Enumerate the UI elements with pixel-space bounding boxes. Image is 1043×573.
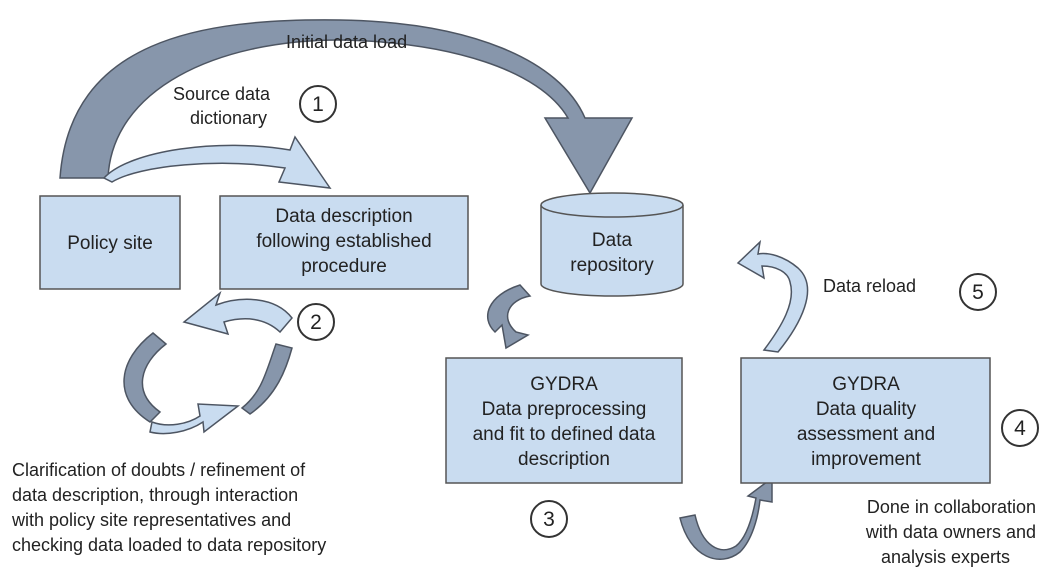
source-dictionary-arrow (102, 135, 332, 189)
data-reload-label: Data reload (823, 276, 916, 296)
data-repository-cylinder (540, 205, 684, 297)
data-reload-arrow (736, 239, 809, 353)
clarification-note-line-4: checking data loaded to data repository (12, 535, 326, 555)
policy-site-box (39, 195, 181, 290)
refinement-cycle-arrow-bottom (149, 403, 241, 435)
data-description-line-2: following established (256, 231, 431, 252)
gydra-preprocessing-line-4: description (518, 449, 610, 470)
clarification-note-line-1: Clarification of doubts / refinement of (12, 460, 306, 480)
data-repository-cylinder-top (540, 192, 684, 218)
gydra-quality-line-1: GYDRA (832, 374, 900, 395)
step-5-circle (959, 273, 997, 311)
gydra-preprocessing-line-2: Data preprocessing (482, 399, 647, 420)
preprocessing-to-quality-arrow (679, 476, 773, 561)
gydra-quality-line-3: assessment and (797, 424, 935, 445)
policy-site-label: Policy site (67, 233, 153, 254)
gydra-preprocessing-line-3: and fit to defined data (473, 424, 656, 445)
data-repository-line-2: repository (570, 255, 654, 276)
step-1-number: 1 (312, 93, 324, 116)
data-description-box (219, 195, 469, 290)
gydra-quality-line-2: Data quality (816, 399, 917, 420)
step-5-number: 5 (972, 281, 984, 304)
collaboration-note-line-3: analysis experts (881, 547, 1010, 567)
refinement-cycle-arrow-top (182, 290, 293, 336)
step-1-circle (299, 85, 337, 123)
data-repository-line-1: Data (592, 230, 633, 251)
clarification-note-line-2: data description, through interaction (12, 485, 298, 505)
step-3-circle (530, 500, 568, 538)
collaboration-note-line-1: Done in collaboration (867, 497, 1036, 517)
gydra-preprocessing-box (445, 357, 683, 484)
data-description-line-3: procedure (301, 256, 387, 277)
initial-load-label: Initial data load (286, 32, 407, 52)
gydra-quality-box (740, 357, 991, 484)
source-dictionary-label-line-2: dictionary (190, 108, 267, 128)
step-3-number: 3 (543, 508, 555, 531)
step-2-number: 2 (310, 311, 322, 334)
collaboration-note-line-2: with data owners and (865, 522, 1036, 542)
refinement-cycle-arrow-right (240, 343, 293, 415)
data-description-line-1: Data description (275, 206, 412, 227)
clarification-note-line-3: with policy site representatives and (11, 510, 291, 530)
gydra-quality-line-4: improvement (811, 449, 922, 470)
gydra-preprocessing-line-1: GYDRA (530, 374, 598, 395)
step-4-circle (1001, 409, 1039, 447)
source-dictionary-label-line-1: Source data (173, 84, 271, 104)
step-2-circle (297, 303, 335, 341)
repository-to-preprocessing-arrow (486, 284, 532, 350)
refinement-cycle-arrow-left (123, 332, 168, 423)
step-4-number: 4 (1014, 417, 1026, 440)
initial-load-arrow (59, 19, 634, 195)
